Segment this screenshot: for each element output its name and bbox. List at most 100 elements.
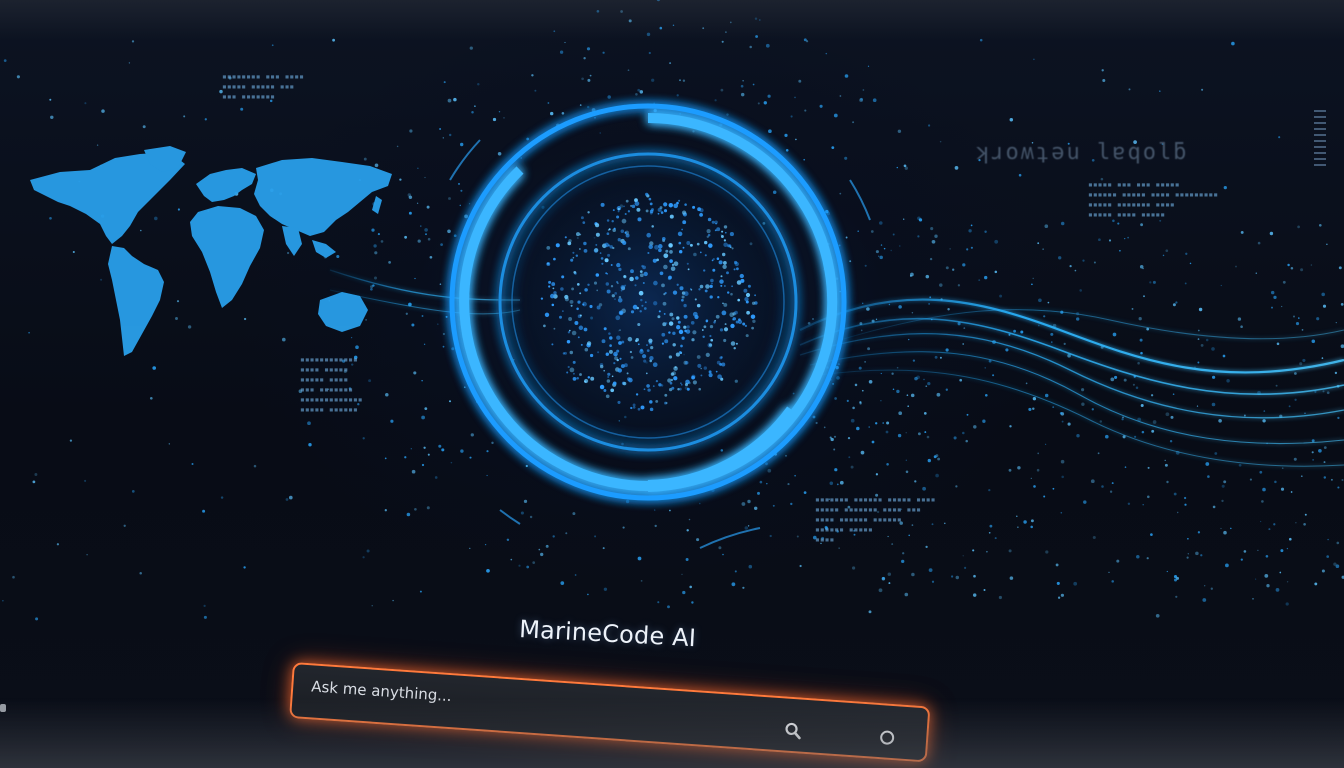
particle-dot	[1327, 538, 1329, 541]
particle-dot	[86, 554, 88, 556]
orb-dot	[665, 249, 669, 253]
particle-dot	[1079, 289, 1082, 292]
orb-dot	[683, 303, 687, 308]
orb-dot	[634, 198, 638, 203]
particle-dot	[1204, 585, 1206, 587]
orb-dot	[604, 242, 609, 248]
orb-dot	[730, 323, 735, 329]
particle-dot	[1198, 307, 1203, 312]
orb-dot	[740, 278, 745, 283]
particle-dot	[1134, 435, 1137, 438]
orb-dot	[648, 197, 652, 201]
orb-dot	[663, 292, 666, 296]
particle-dot	[1165, 412, 1170, 417]
particle-dot	[1202, 598, 1207, 602]
orb-dot	[673, 261, 679, 267]
orb-dot	[751, 301, 756, 305]
orb-dot	[669, 312, 674, 317]
orb-dot	[632, 406, 636, 409]
secondary-action-button[interactable]	[874, 725, 900, 751]
orb-dot	[709, 295, 713, 299]
particle-dot	[1205, 462, 1210, 466]
orb-dot	[671, 371, 677, 376]
particle-dot	[1282, 280, 1286, 284]
orb-dot	[614, 298, 616, 300]
particle-dot	[1270, 290, 1275, 295]
particle-dot	[1044, 224, 1049, 229]
particle-dot	[253, 464, 257, 468]
orb-dot	[682, 220, 687, 225]
orb-dot	[689, 243, 693, 247]
orb-dot	[705, 320, 708, 323]
particle-dot	[1162, 254, 1165, 257]
particle-dot	[1197, 329, 1200, 332]
orb-dot	[605, 282, 610, 286]
particle-dot	[1173, 492, 1177, 496]
orb-dot	[569, 299, 574, 304]
particle-dot	[1281, 467, 1284, 470]
orb-dot	[660, 211, 664, 214]
orb-dot	[639, 310, 642, 313]
orb-dot	[672, 343, 676, 347]
orb-dot	[716, 227, 721, 232]
particle-dot	[1183, 496, 1187, 500]
particle-dot	[1009, 117, 1014, 122]
particle-dot	[1276, 342, 1280, 346]
search-button[interactable]	[781, 718, 807, 744]
app-title: MarineCode AI	[518, 615, 697, 653]
orb-dot	[745, 334, 749, 338]
particle-dot	[1326, 555, 1330, 558]
particle-dot	[992, 340, 996, 344]
particle-dot	[49, 98, 52, 101]
particle-dot	[1173, 575, 1178, 579]
orb-dot	[550, 293, 555, 299]
orb-dot	[579, 314, 582, 317]
orb-dot	[638, 290, 644, 296]
orb-dot	[570, 304, 573, 307]
orb-dot	[672, 331, 676, 336]
orb-dot	[686, 241, 691, 245]
particle-dot	[994, 239, 999, 244]
orb-dot	[596, 289, 599, 292]
particle-dot	[1330, 478, 1333, 481]
particle-dot	[1223, 185, 1227, 190]
orb-dot	[708, 243, 713, 248]
orb-dot	[707, 217, 712, 222]
particle-dot	[1322, 304, 1327, 308]
particle-dot	[1257, 390, 1261, 395]
orb-dot	[595, 223, 600, 228]
orb-dot	[677, 231, 683, 237]
orb-dot	[714, 320, 716, 322]
orb-dot	[599, 364, 604, 369]
particle-dot	[1290, 491, 1293, 493]
orb-dot	[560, 287, 564, 291]
particle-dot	[1176, 511, 1179, 514]
orb-dot	[661, 332, 666, 337]
orb-dot	[673, 203, 679, 209]
particle-dot	[1108, 571, 1110, 574]
particle-dot	[1263, 410, 1266, 412]
orb-dot	[601, 262, 604, 265]
particle-dot	[1058, 256, 1062, 260]
orb-dot	[576, 232, 580, 237]
particle-dot	[1060, 593, 1065, 597]
particle-dot	[989, 524, 993, 528]
orb-dot	[717, 296, 720, 299]
particle-dot	[1235, 265, 1237, 268]
particle-dot	[1175, 595, 1178, 598]
particle-dot	[1119, 249, 1121, 252]
orb-dot	[731, 285, 733, 288]
orb-dot	[540, 297, 544, 300]
search-bar[interactable]	[289, 662, 931, 763]
orb-dot	[668, 331, 671, 334]
search-input[interactable]	[308, 673, 754, 731]
particle-dot	[1147, 495, 1150, 499]
orb-dot	[603, 389, 607, 392]
orb-dot	[658, 248, 662, 253]
orb-dot	[699, 208, 704, 213]
particle-dot	[1055, 563, 1059, 567]
orb-dot	[552, 287, 555, 290]
orb-dot	[641, 264, 644, 268]
orb-dot	[616, 335, 621, 340]
